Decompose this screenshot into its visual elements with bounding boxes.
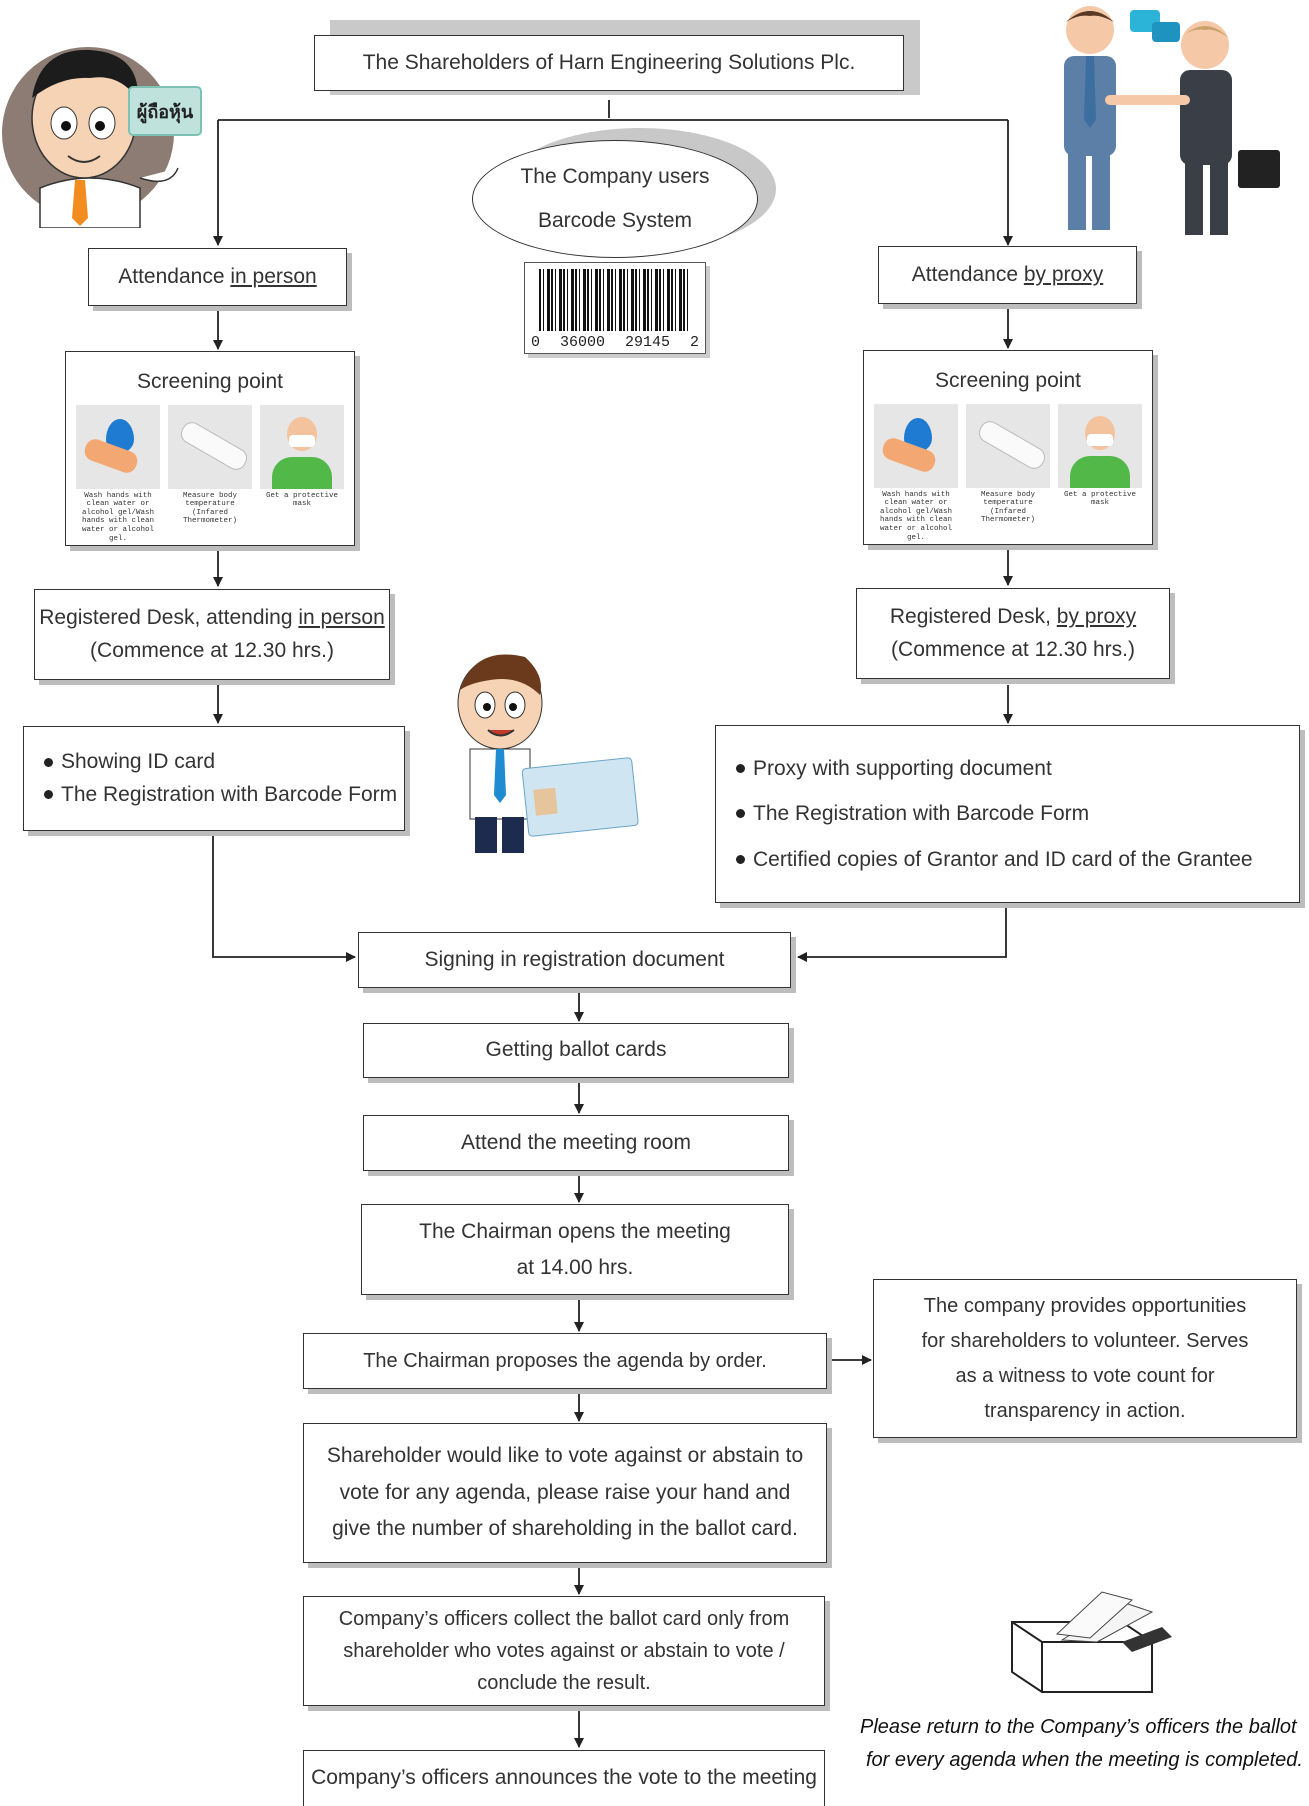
collect-line: shareholder who votes against or abstain…: [343, 1640, 785, 1662]
announce-box: Company’s officers announces the vote to…: [303, 1750, 825, 1806]
screening-title: Screening point: [137, 370, 283, 393]
desk-prefix: Registered Desk,: [889, 604, 1057, 628]
attend-room-label: Attend the meeting room: [461, 1130, 691, 1154]
doc-item: Certified copies of Grantor and ID card …: [736, 837, 1253, 882]
volunteer-box: The company provides opportunities for s…: [873, 1279, 1297, 1438]
wash-hands-icon: [76, 404, 160, 489]
signing-box: Signing in registration document: [358, 932, 791, 988]
doc-item: The Registration with Barcode Form: [736, 791, 1089, 836]
wash-hands-icon: [874, 403, 958, 488]
barcode-digits: 0 36000 29145 2: [525, 334, 705, 351]
id-card-cartoon-image: [457, 654, 639, 853]
in-person-documents: Showing ID card The Registration with Ba…: [23, 726, 405, 831]
attendance-in-person-box: Attendance in person: [88, 248, 347, 306]
attendance-by-proxy-link: by proxy: [1023, 262, 1104, 286]
shareholders-title-box: The Shareholders of Harn Engineering Sol…: [314, 35, 904, 91]
attendance-prefix: Attendance: [911, 262, 1024, 286]
vote-line: give the number of shareholding in the b…: [332, 1517, 798, 1541]
attendance-in-person-label: Attendance in person: [118, 261, 316, 294]
registered-desk-by-proxy: Registered Desk, by proxy (Commence at 1…: [856, 588, 1170, 679]
attendance-prefix: Attendance: [118, 264, 231, 288]
step-wash-hands: Wash hands with clean water or alcohol g…: [874, 403, 958, 543]
opens-line-1: The Chairman opens the meeting: [419, 1219, 731, 1243]
desk-prefix: Registered Desk, attending: [39, 605, 299, 629]
registered-desk-in-person: Registered Desk, attending in person (Co…: [34, 589, 390, 680]
step-mask: Get a protective mask: [1058, 403, 1142, 543]
desk-in-person-time: (Commence at 12.30 hrs.): [90, 638, 334, 662]
volunteer-line: The company provides opportunities: [923, 1294, 1247, 1317]
doc-item: Showing ID card: [44, 746, 215, 779]
signing-label: Signing in registration document: [424, 947, 725, 971]
proxy-documents: Proxy with supporting document The Regis…: [715, 725, 1300, 903]
doc-item: The Registration with Barcode Form: [44, 779, 397, 812]
step-temp-caption: Measure body temperature (Infared Thermo…: [182, 491, 237, 526]
ballot-label: Getting ballot cards: [485, 1038, 667, 1062]
barcode-digit-group-1: 36000: [559, 334, 605, 351]
desk-in-person-line-1: Registered Desk, attending in person: [39, 602, 385, 635]
attend-room-box: Attend the meeting room: [363, 1115, 789, 1171]
step-wash-hands: Wash hands with clean water or alcohol g…: [76, 404, 160, 544]
vote-line: vote for any agenda, please raise your h…: [339, 1480, 791, 1504]
desk-by-proxy-time: (Commence at 12.30 hrs.): [891, 637, 1135, 661]
barcode-digit-group-2: 29145: [624, 334, 670, 351]
collect-line: Company’s officers collect the ballot ca…: [338, 1608, 790, 1630]
ballot-box-image: [1011, 1591, 1172, 1693]
screening-title: Screening point: [935, 369, 1081, 392]
chairman-opens-box: The Chairman opens the meeting at 14.00 …: [361, 1204, 789, 1295]
volunteer-line: as a witness to vote count for: [955, 1364, 1215, 1387]
ballot-return-note-line-2: for every agenda when the meeting is com…: [866, 1749, 1303, 1771]
announce-label: Company’s officers announces the vote to…: [311, 1766, 817, 1790]
step-measure-temp: Measure body temperature (Infared Thermo…: [966, 403, 1050, 543]
system-line-1: The Company users: [520, 164, 710, 188]
agenda-label: The Chairman proposes the agenda by orde…: [363, 1349, 767, 1372]
step-mask-caption: Get a protective mask: [265, 491, 338, 509]
screening-point-in-person: Screening point Wash hands with clean wa…: [65, 351, 355, 546]
barcode-image: 0 36000 29145 2: [524, 262, 706, 354]
doc-item: Proxy with supporting document: [736, 746, 1052, 791]
handshake-image: [1064, 6, 1280, 235]
desk-by-proxy-line-1: Registered Desk, by proxy: [890, 601, 1136, 634]
shareholder-badge: ผู้ถือหุ้น: [128, 86, 202, 136]
shareholders-title: The Shareholders of Harn Engineering Sol…: [362, 50, 856, 74]
thermometer-icon: [168, 404, 252, 489]
barcode-digit-right: 2: [689, 334, 699, 351]
desk-in-person-link: in person: [298, 605, 385, 629]
mask-person-icon: [1058, 403, 1142, 488]
step-wash-caption: Wash hands with clean water or alcohol g…: [879, 490, 952, 542]
barcode-bars: [539, 269, 691, 331]
system-line-2: Barcode System: [537, 209, 693, 232]
barcode-system-ellipse: The Company users Barcode System: [472, 140, 758, 258]
ballot-box: Getting ballot cards: [363, 1023, 789, 1078]
screening-point-by-proxy: Screening point Wash hands with clean wa…: [863, 350, 1153, 545]
ballot-return-note-line-1: Please return to the Company’s officers …: [860, 1716, 1297, 1738]
step-temp-caption: Measure body temperature (Infared Thermo…: [980, 490, 1035, 525]
shareholder-badge-label: ผู้ถือหุ้น: [136, 101, 194, 123]
desk-by-proxy-link: by proxy: [1056, 604, 1137, 628]
volunteer-line: transparency in action.: [984, 1399, 1186, 1422]
opens-line-2: at 14.00 hrs.: [516, 1255, 634, 1279]
barcode-digit-left: 0: [531, 334, 541, 351]
attendance-by-proxy-label: Attendance by proxy: [912, 259, 1103, 292]
volunteer-line: for shareholders to volunteer. Serves: [921, 1329, 1249, 1352]
vote-line: Shareholder would like to vote against o…: [326, 1443, 804, 1467]
step-mask-caption: Get a protective mask: [1063, 490, 1136, 508]
collect-ballot-box: Company’s officers collect the ballot ca…: [303, 1596, 825, 1706]
mask-person-icon: [260, 404, 344, 489]
vote-instruction-box: Shareholder would like to vote against o…: [303, 1423, 827, 1563]
step-measure-temp: Measure body temperature (Infared Thermo…: [168, 404, 252, 544]
screening-steps: Wash hands with clean water or alcohol g…: [874, 403, 1142, 543]
attendance-by-proxy-box: Attendance by proxy: [878, 246, 1137, 304]
attendance-in-person-link: in person: [230, 264, 317, 288]
thermometer-icon: [966, 403, 1050, 488]
step-wash-caption: Wash hands with clean water or alcohol g…: [81, 491, 154, 543]
screening-steps: Wash hands with clean water or alcohol g…: [76, 404, 344, 544]
collect-line: conclude the result.: [477, 1672, 651, 1694]
agenda-box: The Chairman proposes the agenda by orde…: [303, 1333, 827, 1389]
step-mask: Get a protective mask: [260, 404, 344, 544]
